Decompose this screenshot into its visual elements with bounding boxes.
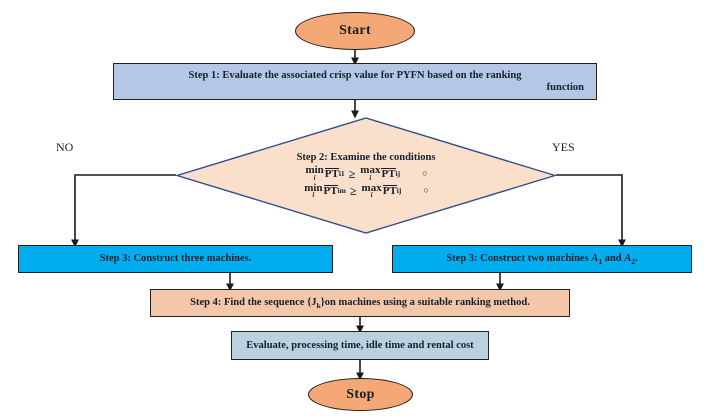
step3-right-text: Step 3: Construct two machines A1 and A2… <box>446 252 637 266</box>
stop-label: Stop <box>346 386 375 402</box>
step3-right-box[interactable]: Step 3: Construct two machines A1 and A2… <box>392 245 692 273</box>
wire-decision-no <box>71 174 176 248</box>
step3-left-label: Step 3: Construct three machines. <box>99 253 252 265</box>
branch-label-yes: YES <box>552 140 575 154</box>
start-terminator[interactable]: Start <box>295 12 415 50</box>
evaluate-box[interactable]: Evaluate, processing time, idle time and… <box>231 331 489 360</box>
step3-right-machine2: A <box>624 252 632 264</box>
step1-text: Step 1: Evaluate the associated crisp va… <box>120 69 590 94</box>
step1-line1: Step 1: Evaluate the associated crisp va… <box>188 69 522 81</box>
branch-label-no: NO <box>56 140 74 154</box>
step4-box[interactable]: Step 4: Find the sequence {Jk}on machine… <box>150 289 570 317</box>
step1-line2: function <box>546 82 584 93</box>
step3-right-conjunction: and <box>602 252 625 264</box>
step3-left-box[interactable]: Step 3: Construct three machines. <box>18 245 333 273</box>
step3-right-machine1-sub: 1 <box>598 256 603 266</box>
step4-sub: k <box>316 300 321 310</box>
step3-right-suffix: . <box>635 252 638 264</box>
decision-diamond-shape <box>176 117 556 234</box>
evaluate-label: Evaluate, processing time, idle time and… <box>246 339 474 351</box>
start-label: Start <box>339 23 371 38</box>
stop-terminator[interactable]: Stop <box>308 378 413 411</box>
step3-right-prefix: Step 3: Construct two machines <box>446 252 592 264</box>
wire-decision-yes <box>556 174 626 248</box>
step4-text: Step 4: Find the sequence {Jk}on machine… <box>190 296 530 310</box>
step3-right-machine2-sub: 2 <box>631 256 636 266</box>
step4-suffix: }on machines using a suitable ranking me… <box>320 296 530 308</box>
step4-prefix: Step 4: Find the sequence {J <box>190 296 317 308</box>
step1-box[interactable]: Step 1: Evaluate the associated crisp va… <box>113 63 597 100</box>
step3-right-machine1: A <box>591 252 599 264</box>
